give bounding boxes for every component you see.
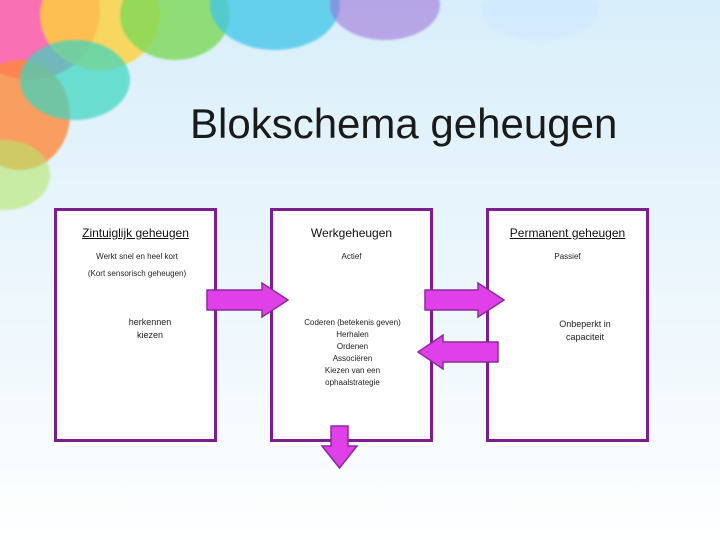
arrow-right-icon [424,281,506,319]
page-title: Blokschema geheugen [190,100,618,147]
zintuiglijk-item: herkennen [128,317,172,327]
permanent-item: Onbeperkt in [559,319,611,329]
werkgeheugen-item: Kiezen van een [324,366,381,375]
zintuiglijk-title: Zintuiglijk geheugen [82,226,189,240]
werkgeheugen-item: Coderen (betekenis geven) [304,318,401,327]
arrow-right-icon [206,281,290,319]
zintuiglijk-line2: (Kort sensorisch geheugen) [87,269,187,278]
box-werkgeheugen [270,208,433,442]
werkgeheugen-item: ophaalstrategie [325,378,380,387]
permanent-title: Permanent geheugen [509,226,626,240]
zintuiglijk-line1: Werkt snel en heel kort [96,252,178,261]
werkgeheugen-title: Werkgeheugen [310,226,393,240]
box-zintuiglijk-geheugen [54,208,217,442]
werkgeheugen-item: Ordenen [336,342,369,351]
werkgeheugen-item: Herhalen [336,330,369,339]
box-permanent-geheugen [486,208,649,442]
permanent-line1: Passief [554,252,581,261]
zintuiglijk-item: kiezen [136,330,163,340]
werkgeheugen-item: Associëren [332,354,373,363]
arrow-down-icon [320,425,359,470]
permanent-item: capaciteit [565,332,605,342]
werkgeheugen-line1: Actief [341,252,362,261]
arrow-left-icon [416,333,499,371]
